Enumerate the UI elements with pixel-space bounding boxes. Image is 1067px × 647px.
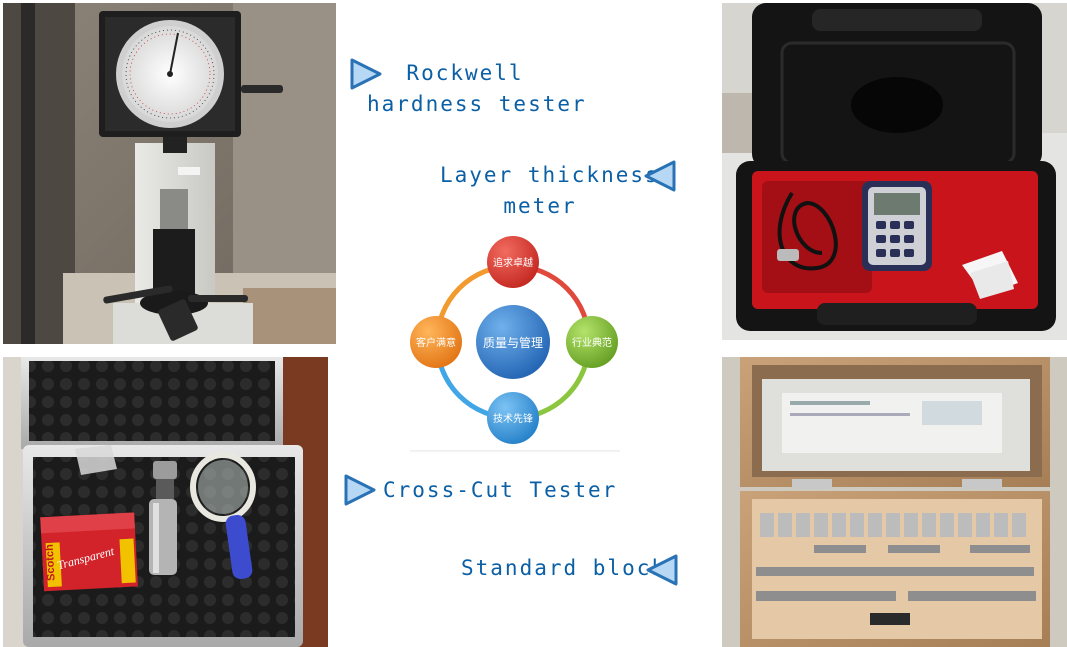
standard-block-photo bbox=[722, 357, 1067, 647]
rockwell-label-line1: Rockwell bbox=[406, 61, 524, 85]
standard-block-label-text: Standard block bbox=[461, 556, 667, 580]
layer-thickness-label: Layer thickness meter bbox=[440, 160, 660, 222]
top-node-label: 追求卓越 bbox=[493, 256, 533, 269]
bottom-node bbox=[487, 392, 539, 444]
left-node bbox=[410, 316, 462, 368]
cross-cut-tester-photo: Scotch Transparent bbox=[3, 357, 328, 647]
cross-cut-label: Cross-Cut Tester bbox=[383, 475, 617, 506]
bottom-node-label: 技术先锋 bbox=[493, 412, 533, 425]
scotch-brand-text: Scotch bbox=[44, 544, 58, 582]
arrow-right-icon bbox=[344, 474, 376, 506]
left-node-label: 客户满意 bbox=[416, 336, 456, 349]
rockwell-label: Rockwell hardness tester bbox=[367, 58, 587, 120]
right-node-label: 行业典范 bbox=[572, 336, 612, 349]
standard-block-label: Standard block bbox=[461, 553, 666, 584]
thickness-meter-photo bbox=[722, 3, 1067, 340]
arrow-right-icon bbox=[350, 58, 382, 90]
cross-cut-label-text: Cross-Cut Tester bbox=[383, 478, 618, 502]
quality-cycle-diagram: 质量与管理 追求卓越 行业典范 技术先锋 客户满意 bbox=[410, 236, 620, 453]
arrow-left-icon bbox=[644, 160, 676, 192]
rockwell-label-line2: hardness tester bbox=[367, 92, 587, 116]
arrow-left-icon bbox=[646, 554, 678, 586]
center-node bbox=[476, 305, 550, 379]
layer-thickness-label-line1: Layer thickness bbox=[440, 163, 660, 187]
rockwell-tester-photo bbox=[3, 3, 336, 344]
layer-thickness-label-line2: meter bbox=[503, 194, 577, 218]
right-node bbox=[566, 316, 618, 368]
center-node-label: 质量与管理 bbox=[483, 335, 543, 350]
top-node bbox=[487, 236, 539, 288]
